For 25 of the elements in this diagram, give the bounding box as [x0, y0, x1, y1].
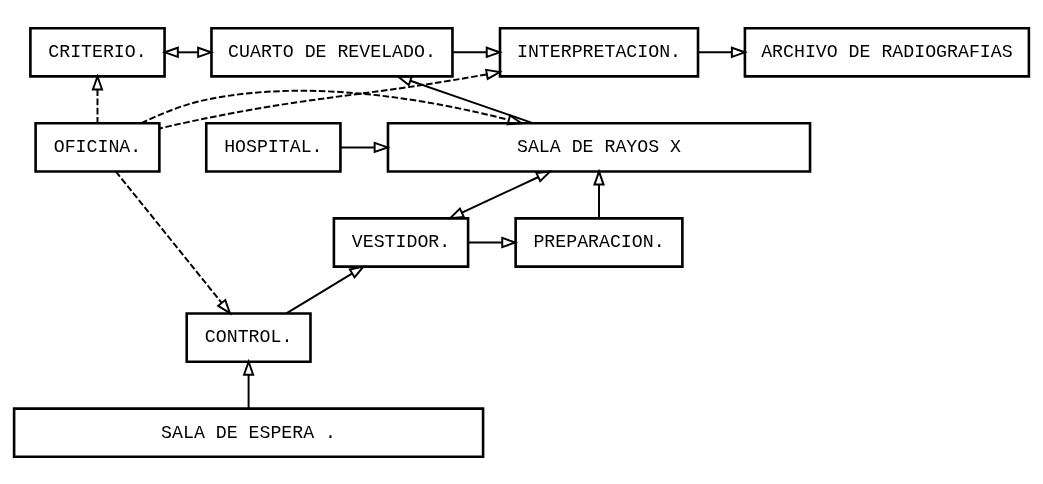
arrow — [447, 169, 553, 220]
node-box: SALA DE ESPERA . — [12, 406, 485, 458]
arrow — [91, 73, 104, 124]
arrow — [593, 168, 605, 219]
arrow — [158, 68, 503, 130]
arrow — [467, 236, 519, 248]
node-box: CRITERIO. — [29, 26, 166, 78]
arrow — [452, 45, 503, 58]
arrow — [140, 89, 525, 125]
node-box: SALA DE RAYOS X — [386, 121, 812, 173]
node-box: INTERPRETACION. — [498, 26, 700, 78]
node-box: HOSPITAL. — [204, 121, 342, 173]
node-box: CUARTO DE REVELADO. — [210, 26, 454, 78]
arrow — [161, 45, 215, 58]
arrow — [115, 170, 232, 315]
arrow — [697, 45, 748, 58]
arrow — [242, 358, 255, 409]
node-box: PREPARACION. — [514, 216, 684, 268]
node-box: CONTROL. — [185, 311, 312, 363]
arrow — [395, 74, 534, 124]
node-box: VESTIDOR. — [332, 216, 470, 268]
node-box: ARCHIVO DE RADIOGRAFIAS — [743, 26, 1031, 78]
node-box: OFICINA. — [34, 121, 161, 173]
arrow — [285, 264, 366, 314]
arrow — [339, 140, 391, 153]
